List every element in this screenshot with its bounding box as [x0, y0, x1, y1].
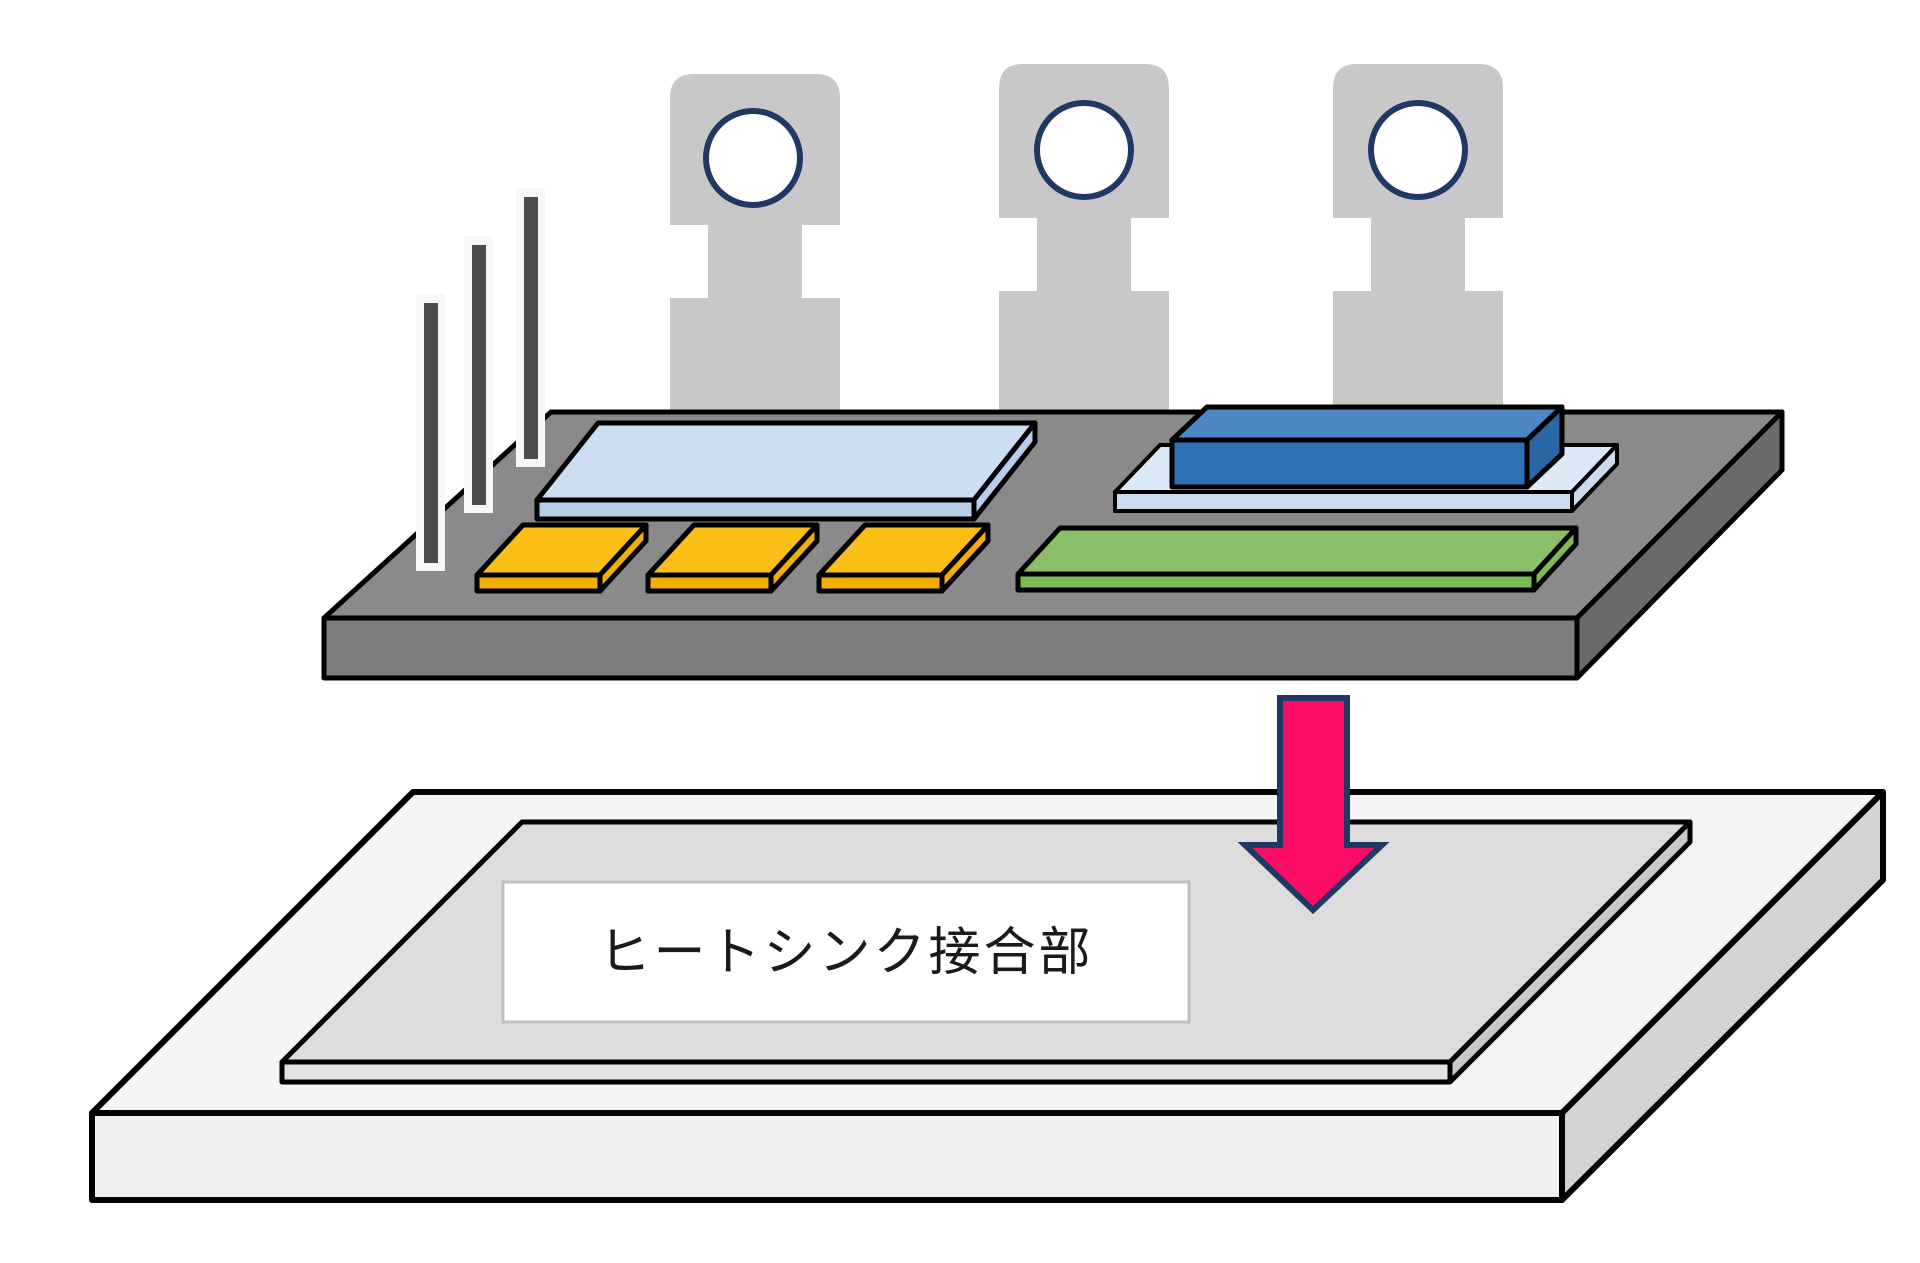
green-plate [1015, 525, 1579, 593]
chip-substrate-front [1113, 490, 1574, 513]
ceramic-plate-side [971, 420, 1038, 522]
mounting-hole-icon [703, 108, 803, 208]
heatsink-label: ヒートシンク接合部 [501, 880, 1191, 1024]
down-arrow-icon [1237, 695, 1390, 915]
yellow-chip-3 [816, 522, 991, 594]
terminal-tab-3 [1333, 64, 1503, 425]
chip-substrate-side [1570, 443, 1619, 513]
mounting-hole-icon [1368, 100, 1468, 200]
lead-pin-core [524, 197, 538, 459]
lead-pin-core [424, 303, 438, 563]
blue-chip-front [1169, 437, 1530, 490]
blue-chip-side [1524, 404, 1565, 490]
ceramic-plate-front [534, 497, 977, 522]
mounting-hole-icon [1034, 100, 1134, 200]
green-plate-front [1015, 571, 1537, 593]
yellow-chip-1 [474, 522, 649, 594]
lead-pin-3 [516, 188, 545, 467]
blue-chip [1169, 404, 1565, 490]
lead-pin-core [472, 245, 486, 505]
yellow-chip-front [645, 572, 774, 594]
green-plate-top [1015, 525, 1579, 577]
yellow-chip-2 [645, 522, 820, 594]
lead-pins [416, 188, 545, 571]
module-board-front [321, 615, 1580, 681]
yellow-chip-side [939, 522, 991, 594]
terminal-tab-2 [999, 64, 1169, 425]
heatsink-base-front [89, 1110, 1565, 1203]
yellow-chip-front [474, 572, 603, 594]
terminal-tabs [670, 64, 1503, 425]
heatsink-label-box [501, 880, 1191, 1024]
lead-pin-2 [464, 236, 493, 513]
yellow-chip-front [816, 572, 945, 594]
yellow-chip-side [768, 522, 820, 594]
ceramic-plate [534, 420, 1038, 522]
terminal-tab-1 [670, 74, 840, 425]
yellow-chip-side [597, 522, 649, 594]
ceramic-plate-top [534, 420, 1038, 503]
heatsink-label-text: ヒートシンク接合部 [598, 923, 1093, 983]
heatsink-bond-plate-front [279, 1059, 1453, 1085]
heatsink-bond-plate-side [1447, 819, 1693, 1085]
green-plate-side [1531, 525, 1579, 593]
yellow-chips [474, 522, 991, 594]
module-board-side [1574, 409, 1785, 681]
lead-pin-1 [416, 294, 445, 571]
blue-chip-top [1169, 404, 1565, 443]
heatsink-base-side [1559, 789, 1886, 1203]
